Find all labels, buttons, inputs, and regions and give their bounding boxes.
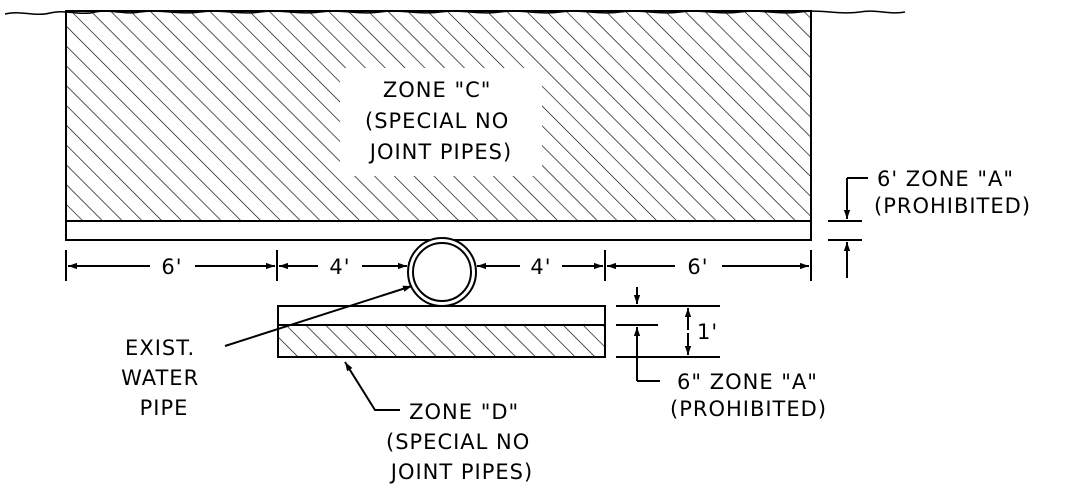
water-pipe-label: EXIST. WATER PIPE	[121, 336, 207, 420]
zone-a-lower-line-1: 6" ZONE "A"	[677, 370, 818, 394]
water-pipe-line-1: EXIST.	[125, 336, 195, 360]
dim-left-outer: 6'	[161, 255, 182, 279]
zone-a-lower-dimension	[616, 287, 720, 382]
water-pipe	[407, 237, 477, 307]
zone-a-lower-label: 6" ZONE "A" (PROHIBITED)	[670, 370, 827, 421]
horizontal-dimensions: 6' 4' 4' 6'	[65, 250, 812, 281]
zone-d-hatched-area	[277, 324, 606, 358]
zone-d-leader	[344, 361, 400, 411]
zone-c-line-1: ZONE "C"	[383, 78, 492, 102]
zone-d-line-3: JOINT PIPES)	[389, 460, 533, 484]
zone-a-upper-label: 6' ZONE "A" (PROHIBITED)	[874, 167, 1031, 218]
water-pipe-leader	[224, 285, 413, 347]
zone-a-upper-line-2: (PROHIBITED)	[874, 194, 1031, 218]
zone-a-upper-line-1: 6' ZONE "A"	[877, 167, 1014, 191]
water-pipe-line-2: WATER	[121, 366, 199, 390]
zone-c-label: ZONE "C" (SPECIAL NO JOINT PIPES)	[365, 78, 517, 164]
zone-d-line-1: ZONE "D"	[409, 400, 519, 424]
zone-c-label-backdrop	[340, 68, 542, 176]
water-pipe-line-3: PIPE	[140, 396, 189, 420]
zone-a-upper-dimension	[828, 177, 868, 278]
zone-a-upper-strip	[65, 220, 812, 241]
dim-lower-height: 1'	[697, 320, 718, 344]
zone-d-line-2: (SPECIAL NO	[386, 430, 530, 454]
dim-right-outer: 6'	[687, 255, 708, 279]
zone-c-line-3: JOINT PIPES)	[368, 140, 512, 164]
zone-c-line-2: (SPECIAL NO	[365, 109, 509, 133]
zone-d-label: ZONE "D" (SPECIAL NO JOINT PIPES)	[386, 400, 538, 484]
dim-right-inner: 4'	[530, 255, 551, 279]
zone-a-lower-strip	[277, 305, 606, 326]
zone-a-lower-line-2: (PROHIBITED)	[670, 397, 827, 421]
dim-left-inner: 4'	[329, 255, 350, 279]
